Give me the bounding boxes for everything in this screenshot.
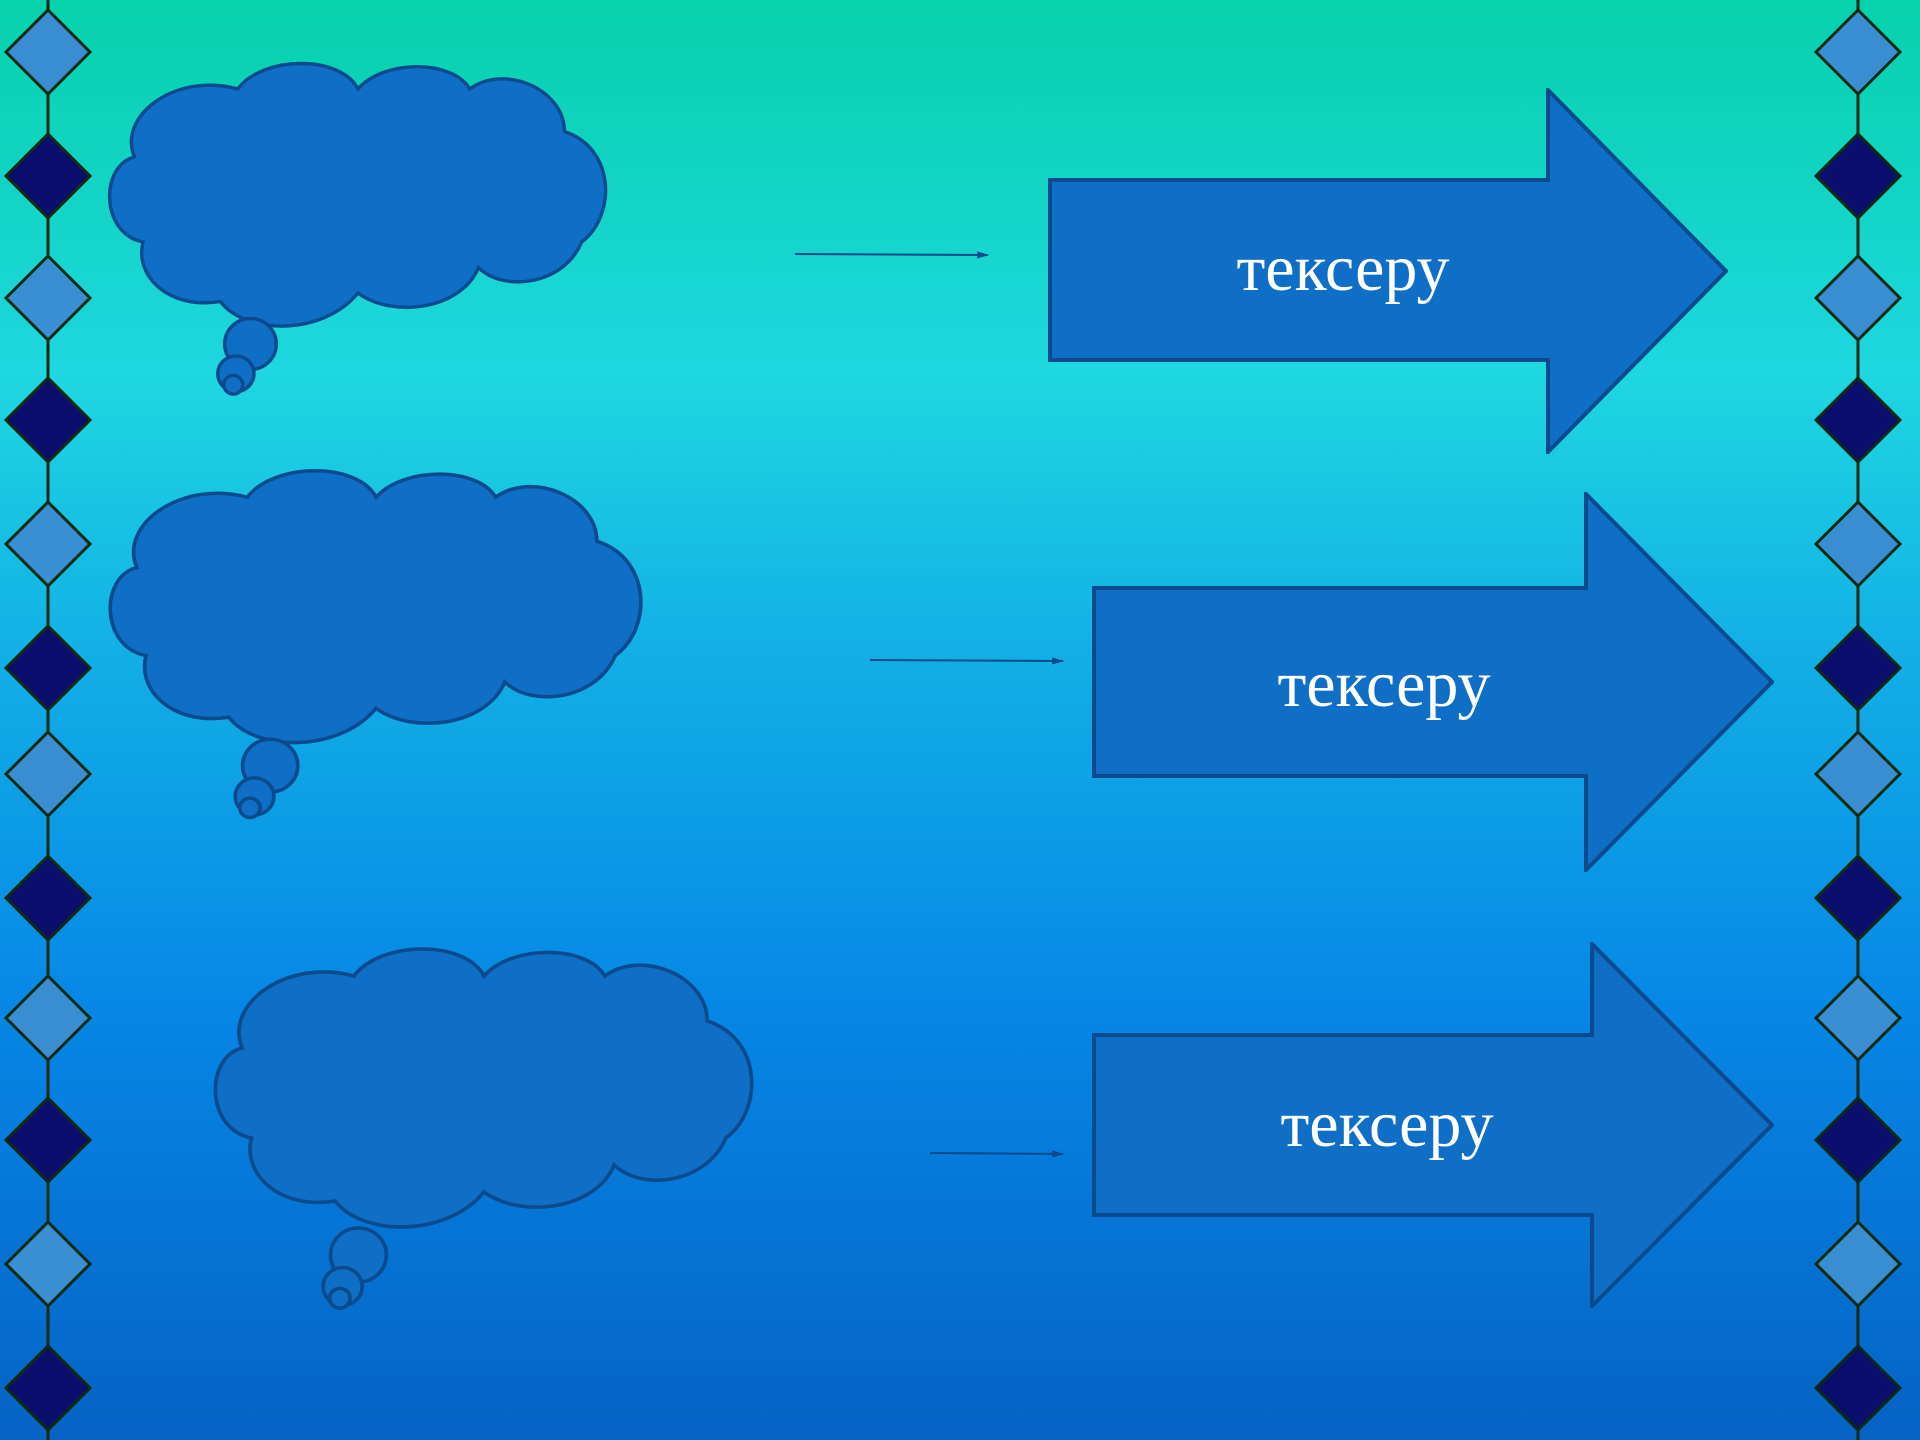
connector-line-1 [794,251,990,259]
arrow-label: тексеру [1280,1088,1494,1161]
diamond-dark [1813,1343,1903,1433]
thought-cloud-3[interactable] [213,947,754,1310]
left-diamond-border [3,0,93,1440]
diamond-light [3,973,93,1063]
diamond-light [3,499,93,589]
diamond-light [3,7,93,97]
diamond-dark [3,375,93,465]
diamond-dark [3,623,93,713]
diamond-dark [1813,853,1903,943]
arrow-label: тексеру [1236,232,1450,305]
diamond-dark [3,1343,93,1433]
arrow-button-2[interactable]: тексеру [1092,492,1774,872]
diamond-dark [3,131,93,221]
diamond-light [3,253,93,343]
connector-line-2 [869,657,1065,665]
arrow-button-1[interactable]: тексеру [1048,88,1728,454]
diamond-dark [1813,623,1903,713]
block-arrow-shape [1092,942,1774,1308]
arrow-label: тексеру [1277,648,1491,721]
diamond-dark [3,853,93,943]
diamond-light [1813,499,1903,589]
diamond-light [1813,253,1903,343]
block-arrow-shape [1048,88,1728,454]
connector-line-3 [929,1150,1065,1158]
diamond-dark [1813,375,1903,465]
arrow-button-3[interactable]: тексеру [1092,942,1774,1308]
diamond-dark [1813,131,1903,221]
block-arrow-shape [1092,492,1774,872]
thought-cloud-2[interactable] [108,469,643,820]
right-diamond-border [1813,0,1903,1440]
diamond-dark [3,1095,93,1185]
diamond-light [1813,729,1903,819]
diamond-light [3,1219,93,1309]
diamond-light [3,729,93,819]
thought-cloud-1[interactable] [107,61,608,396]
diamond-dark [1813,1095,1903,1185]
diamond-light [1813,973,1903,1063]
diamond-light [1813,1219,1903,1309]
diamond-light [1813,7,1903,97]
